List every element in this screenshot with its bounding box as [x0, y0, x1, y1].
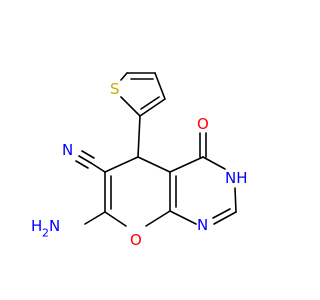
bond-c4a-c4 [137, 156, 171, 173]
bond-c4a-c4o [169, 156, 204, 173]
bond-c4o-nh [202, 156, 226, 170]
bond-c4-c3 [154, 72, 166, 100]
amide-nh-label: NH [225, 169, 248, 187]
amino-group-label: H 2 N [31, 217, 60, 240]
amino-n-label: N [49, 217, 60, 235]
carbonyl [199, 132, 207, 158]
sulfur-atom-label: S [110, 80, 120, 98]
pyrimidinone-ring [169, 156, 237, 225]
amino-h-label: H [31, 217, 42, 235]
bond-c3-c2 [139, 98, 166, 117]
bond-c4-c3ring [104, 156, 139, 173]
bond-c3-c2-double [140, 96, 160, 110]
thiophene-ring [120, 72, 166, 117]
bond-c2-n1 [213, 211, 237, 225]
bond-c3-cn [90, 162, 106, 173]
bond-c2ring-o [104, 211, 127, 227]
bond-c2-n1-double [212, 208, 231, 219]
bond-o-c8a [145, 210, 171, 227]
bond-nh-c2 [234, 187, 237, 213]
imine-nitrogen-label: N [197, 216, 208, 234]
bond-c2-c4-ring [137, 115, 141, 158]
nitrile-group [75, 150, 106, 173]
amino-h2-subscript: 2 [42, 227, 49, 240]
molecule-canvas: S O N NH N O H 2 N [31, 72, 248, 249]
bond-cn-triple-1 [78, 155, 92, 164]
bond-cn-triple-3 [81, 150, 95, 159]
pyran-ring [104, 115, 177, 227]
bond-s-c5 [120, 72, 128, 81]
nitrile-nitrogen-label: N [62, 141, 73, 159]
ring-oxygen-label: O [130, 231, 142, 249]
structure-drawing: S O N NH N O H 2 N [31, 72, 248, 249]
bond-c2-nh2 [84, 211, 106, 225]
bond-n1-c8a [169, 210, 197, 225]
carbonyl-oxygen-label: O [197, 115, 209, 133]
bond-s-c2 [120, 96, 141, 117]
bond-cn-triple-2 [75, 160, 89, 169]
